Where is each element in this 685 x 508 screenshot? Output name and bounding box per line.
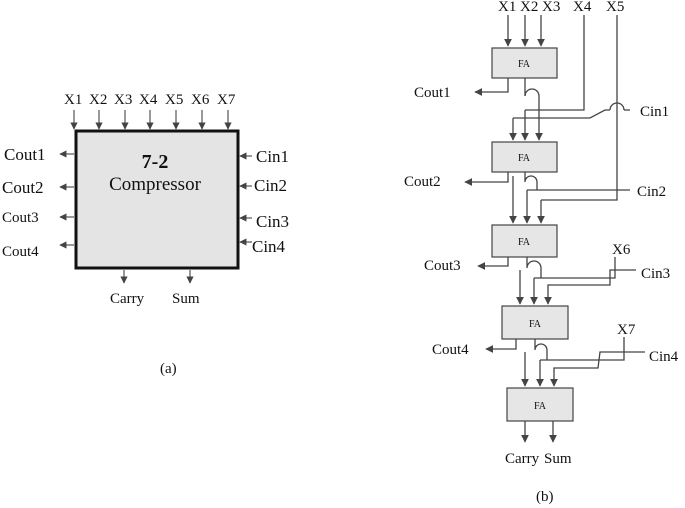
- input-label-x3: X3: [114, 92, 132, 108]
- input-label-x7: X7: [217, 92, 236, 108]
- b-input-label-x1: X1: [498, 0, 516, 15]
- cin3-label: Cin3: [256, 212, 289, 231]
- fa-block-3-label: FA: [518, 237, 531, 248]
- bottom-output-arrows: [120, 270, 194, 284]
- caption-a: (a): [160, 361, 177, 377]
- fa1-input-wires: [504, 15, 545, 47]
- panel-b: X1 X2 X3 X4 X5 FA FA FA FA FA Cout1 Cout: [404, 0, 679, 505]
- b-input-label-x5: X5: [606, 0, 624, 15]
- fa-block-2: [491, 141, 558, 173]
- b-input-label-x2: X2: [520, 0, 538, 15]
- b-cin4-label: Cin4: [649, 349, 679, 365]
- cin2-label: Cin2: [254, 176, 287, 195]
- cout1-label: Cout1: [4, 145, 46, 164]
- b-cin3-label: Cin3: [641, 266, 670, 282]
- fa-block-4-label: FA: [529, 319, 542, 330]
- compressor-block: [74, 129, 240, 270]
- input-label-x4: X4: [139, 92, 158, 108]
- cout2-label: Cout2: [2, 178, 44, 197]
- cin1-label: Cin1: [256, 147, 289, 166]
- fa-block-2-label: FA: [518, 153, 531, 164]
- cout-wires: [464, 78, 517, 353]
- input-label-x5: X5: [165, 92, 183, 108]
- sum-label: Sum: [172, 291, 200, 307]
- b-x7-label: X7: [617, 322, 636, 338]
- stage3-wires: [516, 257, 636, 305]
- cout3-label: Cout3: [2, 210, 39, 226]
- b-cout1-label: Cout1: [414, 85, 451, 101]
- stage2-wires: [509, 172, 630, 224]
- left-output-arrows: [59, 150, 74, 249]
- fa-block-5-label: FA: [534, 401, 547, 412]
- b-cout2-label: Cout2: [404, 174, 441, 190]
- b-cout3-label: Cout3: [424, 258, 461, 274]
- input-arrows: [70, 110, 232, 130]
- b-carry-label: Carry: [505, 451, 540, 467]
- input-label-x1: X1: [64, 92, 82, 108]
- fa-block-3: [491, 224, 558, 258]
- stage4-wires: [521, 337, 645, 387]
- compressor-subtitle: Compressor: [109, 174, 202, 195]
- b-cin2-label: Cin2: [637, 184, 666, 200]
- b-cin1-label: Cin1: [640, 104, 669, 120]
- input-label-x2: X2: [89, 92, 107, 108]
- carry-label: Carry: [110, 291, 145, 307]
- b-cout4-label: Cout4: [432, 342, 469, 358]
- b-input-label-x4: X4: [573, 0, 592, 15]
- caption-b: (b): [536, 489, 554, 505]
- final-output-wires: [521, 421, 557, 443]
- cout4-label: Cout4: [2, 244, 39, 260]
- fa-block-1-label: FA: [518, 59, 531, 70]
- b-x6-label: X6: [612, 242, 631, 258]
- compressor-title: 7-2: [142, 151, 169, 173]
- b-sum-label: Sum: [544, 451, 572, 467]
- panel-a: X1 X2 X3 X4 X5 X6 X7 7-2 Compressor Cout…: [2, 92, 289, 377]
- fa-block-4: [501, 305, 569, 340]
- cin4-label: Cin4: [252, 237, 286, 256]
- right-input-arrows: [239, 152, 252, 246]
- fa-block-5: [506, 387, 574, 422]
- b-input-label-x3: X3: [542, 0, 560, 15]
- fa-block-1: [491, 47, 558, 79]
- input-label-x6: X6: [191, 92, 210, 108]
- stage1-wires: [509, 15, 630, 201]
